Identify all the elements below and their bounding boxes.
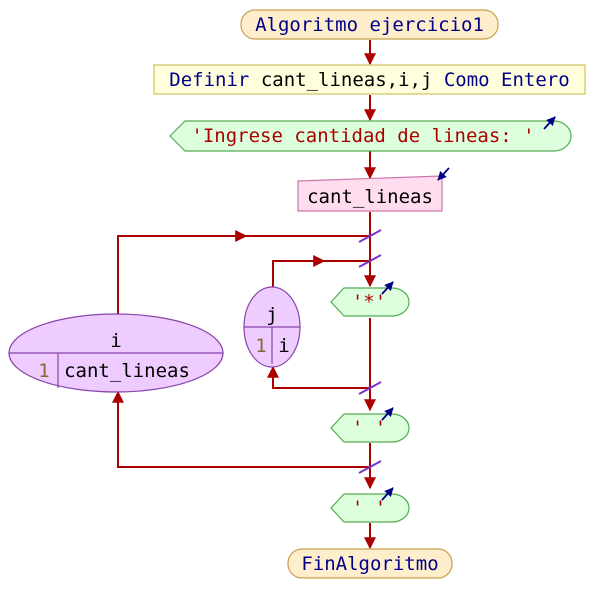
prompt-text: 'Ingrese cantidad de lineas: '	[191, 125, 534, 147]
inner-loop-start: 1	[255, 335, 266, 357]
inner-loop-node[interactable]: j 1 i	[243, 286, 301, 368]
end-node[interactable]: FinAlgoritmo	[287, 548, 453, 579]
inner-loop-end: i	[278, 335, 289, 357]
read-input-node[interactable]: cant_lineas	[297, 167, 450, 212]
outer-loop-return-path	[112, 390, 370, 468]
start-label: Algoritmo ejercicio1	[255, 14, 484, 36]
outer-loop-end-marker	[358, 460, 382, 474]
outer-loop-entry-path	[117, 235, 370, 314]
define-vars: cant_lineas,i,j	[249, 69, 443, 91]
end-label: FinAlgoritmo	[301, 553, 438, 575]
prompt-output-node[interactable]: 'Ingrese cantidad de lineas: '	[169, 116, 572, 152]
define-statement: Definir cant_lineas,i,j Como Entero	[169, 69, 569, 91]
input-arrow-icon	[437, 167, 450, 181]
output-arrow-icon	[381, 487, 394, 501]
inner-loop-start-marker	[358, 254, 382, 268]
flow-lines	[112, 40, 376, 550]
start-node[interactable]: Algoritmo ejercicio1	[240, 9, 499, 40]
loop-markers	[358, 229, 382, 474]
output-arrow-icon	[543, 116, 556, 130]
inner-loop-entry-path	[272, 260, 370, 287]
define-type: Como Entero	[444, 69, 570, 91]
outer-loop-start-marker	[358, 229, 382, 243]
after-outer-write-text: ' '	[352, 497, 386, 519]
define-keyword: Definir	[169, 69, 249, 91]
after-inner-write-text: ' '	[352, 417, 386, 439]
outer-loop-start: 1	[38, 360, 49, 382]
inner-loop-return-path	[267, 365, 370, 389]
inner-loop-var: j	[266, 304, 277, 326]
outer-loop-end: cant_lineas	[64, 360, 190, 382]
inner-write-text: '*'	[352, 291, 386, 313]
output-arrow-icon	[381, 407, 394, 421]
inner-write-node[interactable]: '*'	[330, 281, 410, 317]
inner-loop-end-marker	[358, 381, 382, 395]
after-inner-write-node[interactable]: ' '	[330, 407, 410, 443]
after-outer-write-node[interactable]: ' '	[330, 487, 410, 523]
read-var: cant_lineas	[307, 186, 433, 208]
outer-loop-node[interactable]: i 1 cant_lineas	[8, 313, 224, 393]
output-arrow-icon	[381, 281, 394, 295]
outer-loop-var: i	[110, 330, 121, 352]
define-node[interactable]: Definir cant_lineas,i,j Como Entero	[153, 64, 586, 95]
